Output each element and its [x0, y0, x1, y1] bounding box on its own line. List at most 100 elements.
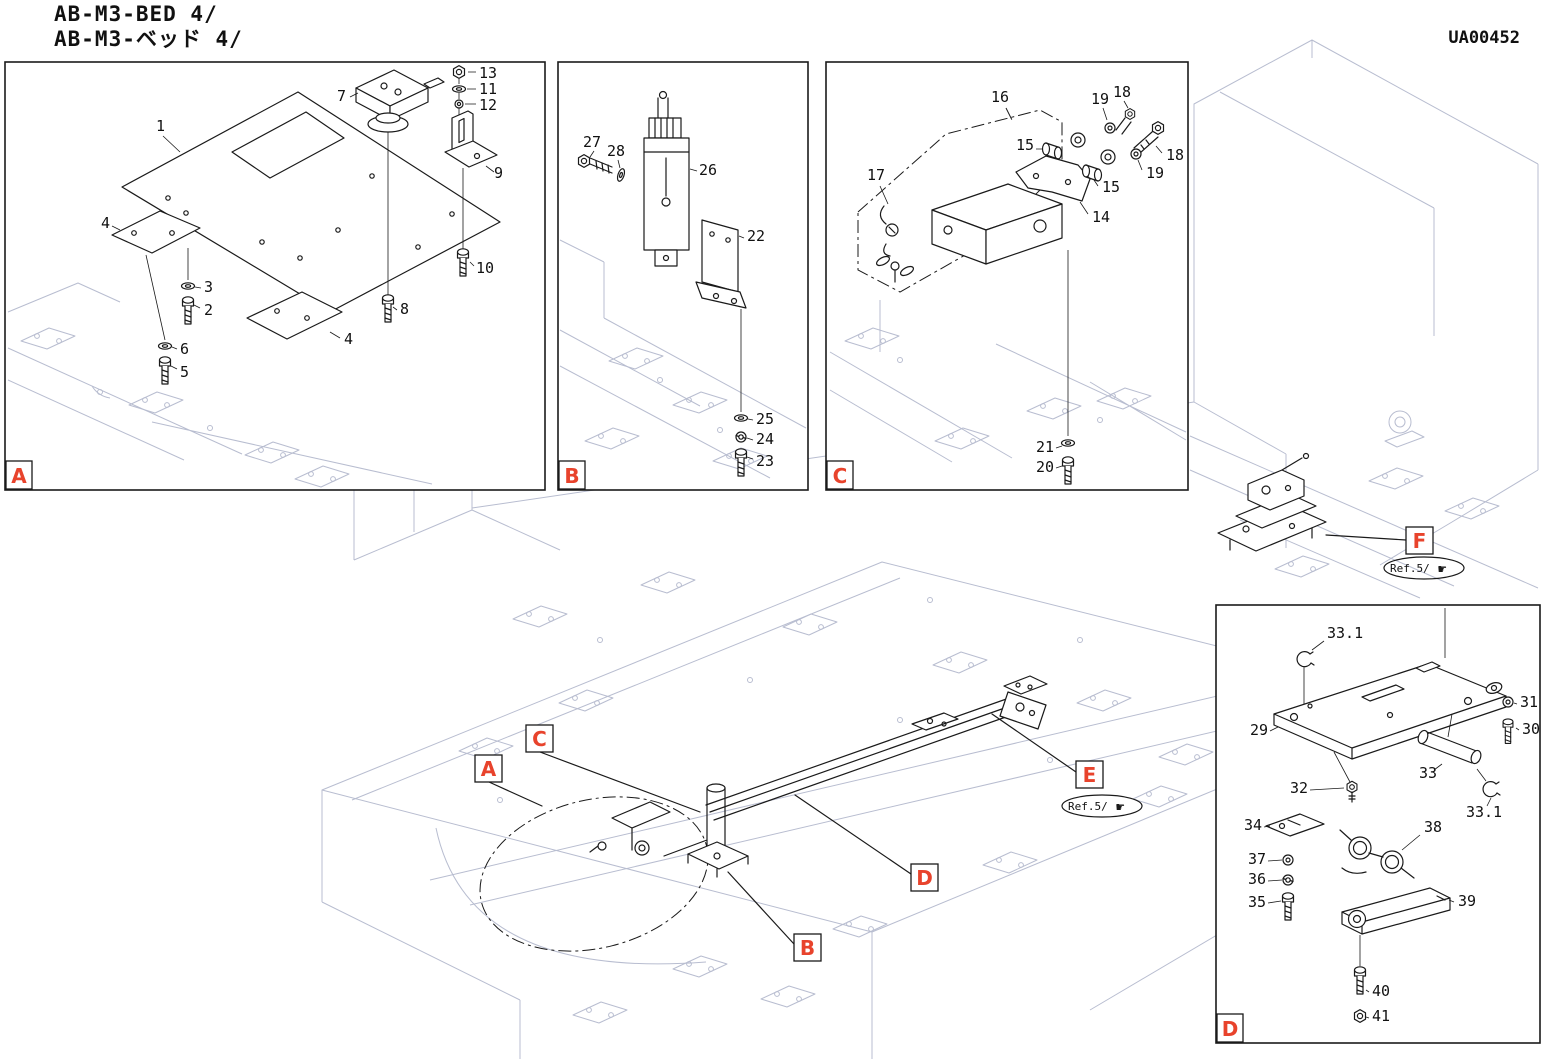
panel-a-callouts: 1 7 13 11 12 9 10 4 3 2 6 5 8 4 — [101, 64, 503, 381]
panel-c-border — [825, 61, 1189, 491]
callout-30: 30 — [1522, 720, 1540, 738]
panel-d-label: D — [1222, 1017, 1239, 1041]
callout-4b: 4 — [344, 330, 353, 348]
overlay-label-a-box — [474, 754, 503, 783]
panel-a-context — [7, 282, 433, 488]
callout-15a: 15 — [1016, 136, 1034, 154]
panel-c-context — [829, 300, 1187, 463]
overlay-label-e-box — [1075, 760, 1104, 789]
callout-3: 3 — [204, 278, 213, 296]
callout-33: 33 — [1419, 764, 1437, 782]
panel-a-label: A — [11, 464, 27, 488]
panel-d-label-box — [1216, 1013, 1244, 1043]
ref-stamp-e: Ref.5/ ☛ — [1061, 794, 1143, 818]
overlay-label-b-box — [793, 933, 822, 962]
callout-35: 35 — [1248, 893, 1266, 911]
callout-33-1b: 33.1 — [1466, 803, 1502, 821]
callout-16: 16 — [991, 88, 1009, 106]
callout-13: 13 — [479, 64, 497, 82]
overlay-label-d: D — [916, 866, 933, 890]
overlay-label-a: A — [481, 757, 497, 781]
callout-20: 20 — [1036, 458, 1054, 476]
ref-stamp-f-text: Ref.5/ — [1390, 562, 1430, 575]
callout-18b: 18 — [1166, 146, 1184, 164]
callout-21: 21 — [1036, 438, 1054, 456]
pointing-hand-icon: ☛ — [1116, 800, 1125, 816]
panel-d-border — [1215, 604, 1541, 1044]
panel-c-label: C — [833, 464, 848, 488]
page-title: AB-M3-BED 4/ AB-M3-ベッド 4/ — [54, 2, 243, 52]
panel-c-parts — [857, 100, 1165, 485]
callout-7: 7 — [337, 87, 346, 105]
panel-b-context — [559, 239, 807, 479]
panel-d-callouts: 33.1 29 31 30 33 33.1 32 34 38 37 36 35 … — [1244, 624, 1540, 1025]
title-line-2: AB-M3-ベッド 4/ — [54, 27, 243, 51]
callout-19b: 19 — [1146, 164, 1164, 182]
panel-b: 27 28 26 22 25 24 23 B — [557, 61, 809, 491]
callout-24: 24 — [756, 430, 774, 448]
panel-c: 16 17 19 18 15 18 19 15 14 21 20 C — [825, 61, 1189, 491]
overlay-label-f-box — [1405, 526, 1434, 555]
callout-29: 29 — [1250, 721, 1268, 739]
ref-stamp-e-text: Ref.5/ — [1068, 800, 1108, 813]
callout-8: 8 — [400, 300, 409, 318]
callout-2: 2 — [204, 301, 213, 319]
callout-26: 26 — [699, 161, 717, 179]
panel-c-label-box — [826, 460, 854, 490]
detail-a-boundary — [479, 796, 709, 952]
panel-b-label-box — [558, 460, 586, 490]
panel-c-callouts: 16 17 19 18 15 18 19 15 14 21 20 — [867, 83, 1184, 476]
callout-32: 32 — [1290, 779, 1308, 797]
callout-38: 38 — [1424, 818, 1442, 836]
callout-22: 22 — [747, 227, 765, 245]
ref-stamp-f: Ref.5/ ☛ — [1383, 556, 1465, 580]
overlay-callouts: C A B D E F Ref.5/ ☛ Ref.5/ ☛ — [474, 526, 1465, 962]
panel-d-parts — [1263, 608, 1520, 1024]
callout-27: 27 — [583, 133, 601, 151]
callout-34: 34 — [1244, 816, 1262, 834]
callout-6: 6 — [180, 340, 189, 358]
callout-28: 28 — [607, 142, 625, 160]
panel-a-label-box — [5, 460, 33, 490]
callout-5: 5 — [180, 363, 189, 381]
overlay-label-b: B — [800, 936, 815, 960]
document-code: UA00452 — [1448, 28, 1520, 48]
title-line-1: AB-M3-BED 4/ — [54, 2, 218, 26]
callout-33-1a: 33.1 — [1327, 624, 1363, 642]
callout-1: 1 — [156, 117, 165, 135]
callout-19a: 19 — [1091, 90, 1109, 108]
feed-unit-assembly — [1217, 452, 1327, 552]
overlay-label-e: E — [1083, 763, 1097, 787]
callout-40: 40 — [1372, 982, 1390, 1000]
bed-slide-assembly — [589, 675, 1048, 878]
callout-23: 23 — [756, 452, 774, 470]
panel-b-border — [557, 61, 809, 491]
callout-15b: 15 — [1102, 178, 1120, 196]
panel-d: 33.1 29 31 30 33 33.1 32 34 38 37 36 35 … — [1215, 604, 1541, 1044]
panel-a: 1 7 13 11 12 9 10 4 3 2 6 5 8 4 A — [4, 61, 546, 491]
overlay-label-d-box — [910, 863, 939, 892]
overlay-label-f: F — [1413, 529, 1427, 553]
callout-36: 36 — [1248, 870, 1266, 888]
panel-b-parts — [577, 90, 754, 477]
callout-31: 31 — [1520, 693, 1538, 711]
callout-11: 11 — [479, 80, 497, 98]
callout-12: 12 — [479, 96, 497, 114]
callout-14: 14 — [1092, 208, 1110, 226]
pointing-hand-icon: ☛ — [1438, 562, 1447, 578]
panel-b-callouts: 27 28 26 22 25 24 23 — [583, 133, 774, 470]
callout-18a: 18 — [1113, 83, 1131, 101]
callout-4a: 4 — [101, 214, 110, 232]
overlay-label-c: C — [532, 727, 547, 751]
callout-25: 25 — [756, 410, 774, 428]
overlay-label-c-box — [525, 724, 554, 753]
callout-9: 9 — [494, 164, 503, 182]
callout-17: 17 — [867, 166, 885, 184]
panel-a-parts — [111, 64, 501, 385]
callout-10: 10 — [476, 259, 494, 277]
panel-b-label: B — [564, 464, 579, 488]
callout-41: 41 — [1372, 1007, 1390, 1025]
callout-39: 39 — [1458, 892, 1476, 910]
